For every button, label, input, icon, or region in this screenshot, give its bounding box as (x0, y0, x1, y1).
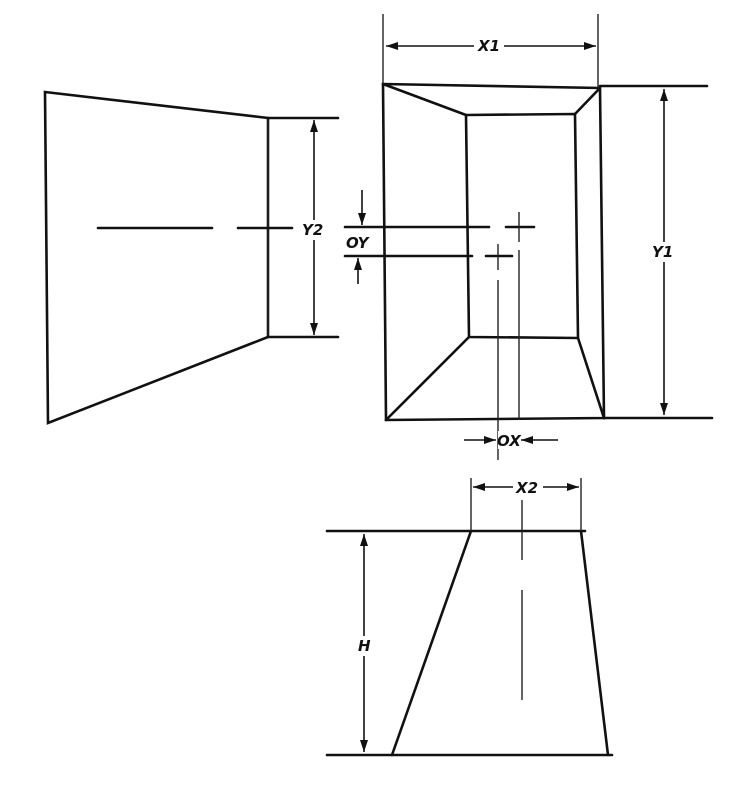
elevation-right-side (579, 529, 610, 757)
y1-arrow-top (660, 89, 668, 101)
oy-arrow-top (358, 213, 366, 225)
y1-label: Y1 (652, 243, 673, 261)
ox-arrow-right (521, 436, 533, 444)
side-view: Y2 (43, 90, 340, 425)
edge-top-right (573, 86, 602, 116)
front-view: X1 Y1 OY OX (343, 14, 714, 460)
elevation-left-side (390, 529, 473, 757)
y1-label-bg (650, 242, 678, 262)
edge-bottom-right (576, 336, 606, 420)
x2-label-bg (513, 478, 543, 496)
oy-label: OY (346, 234, 371, 252)
y2-arrow-bottom (310, 323, 318, 335)
x1-label: X1 (477, 37, 500, 55)
x1-label-bg (474, 36, 504, 54)
side-view-outline (43, 90, 270, 425)
x1-arrow-right (584, 42, 596, 50)
h-arrow-bottom (360, 740, 368, 752)
h-label: H (358, 637, 371, 655)
ox-arrow-left (484, 436, 496, 444)
y2-arrow-top (310, 120, 318, 132)
oy-arrow-bottom (354, 258, 362, 270)
h-arrow-top (360, 534, 368, 546)
y2-label: Y2 (302, 221, 323, 239)
ox-label: OX (497, 432, 522, 450)
edge-bottom-left (384, 335, 471, 422)
outer-rectangle (381, 82, 606, 422)
x2-arrow-left (473, 483, 485, 491)
x2-arrow-right (567, 483, 579, 491)
h-label-bg (354, 636, 374, 656)
y1-arrow-bottom (660, 403, 668, 415)
ox-label-bg (498, 431, 520, 449)
y2-label-bg (298, 220, 328, 240)
edge-top-left (381, 82, 468, 117)
x1-arrow-left (386, 42, 398, 50)
x2-label: X2 (515, 479, 538, 497)
elevation-view: X2 H (325, 478, 614, 757)
